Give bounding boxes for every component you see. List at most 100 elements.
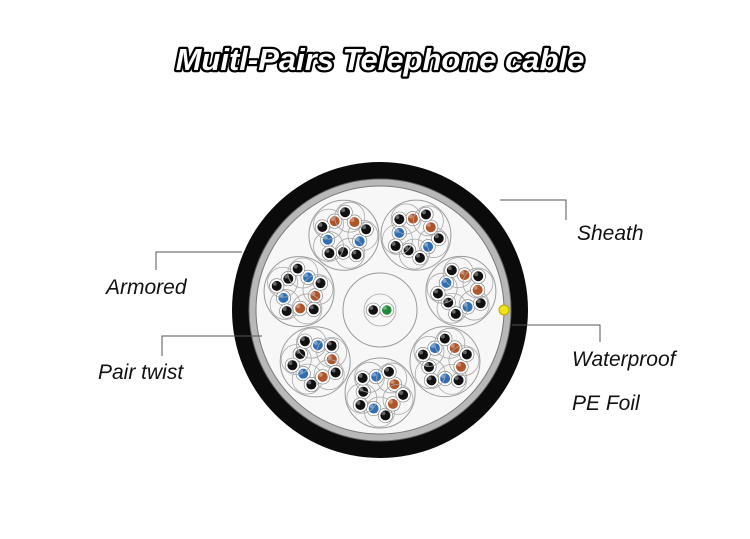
- conductor-black: [355, 384, 371, 400]
- pair-outline: [267, 266, 298, 298]
- conductor-blue: [352, 233, 368, 249]
- twisted-pair: [334, 237, 366, 269]
- twisted-pair: [280, 344, 312, 376]
- pair-outline: [434, 327, 466, 359]
- conductor-black: [431, 230, 447, 246]
- conductor-black: [444, 262, 460, 278]
- conductor-brown: [470, 282, 486, 298]
- conductor-black: [284, 357, 300, 373]
- twisted-pair: [347, 219, 379, 251]
- twisted-pair: [442, 257, 474, 289]
- conductor-blue: [438, 275, 454, 291]
- conductor-black: [352, 397, 368, 413]
- conductor-black: [412, 250, 428, 266]
- conductor-black: [423, 372, 439, 388]
- twisted-pair: [418, 227, 449, 258]
- conductor-black: [355, 370, 371, 386]
- conductor-black: [381, 364, 397, 380]
- pair-bundle: [425, 255, 497, 327]
- label-sheath: Sheath: [577, 222, 644, 245]
- conductor-black: [388, 238, 404, 254]
- twisted-pair: [448, 345, 480, 376]
- twisted-pair: [414, 358, 446, 390]
- twisted-pair: [316, 337, 348, 368]
- pair-bundle: [279, 326, 351, 398]
- conductor-brown: [405, 211, 421, 227]
- conductor-brown: [346, 214, 362, 230]
- conductor-black: [306, 301, 322, 317]
- conductor-black: [290, 261, 306, 277]
- pair-outline: [313, 231, 344, 262]
- conductor-brown: [423, 219, 439, 235]
- label-waterproof: Waterproof: [572, 348, 678, 371]
- diagram-title: Muitl-Pairs Telephone cable: [176, 42, 585, 77]
- conductor-blue: [366, 401, 382, 417]
- pair-bundle: [263, 256, 335, 328]
- conductor-black: [430, 286, 446, 302]
- twisted-pair: [287, 257, 319, 289]
- waterproof-leader-line: [512, 324, 601, 342]
- pair-outline: [436, 292, 468, 324]
- conductor-black: [335, 244, 351, 260]
- conductor-blue: [427, 340, 443, 356]
- conductor-brown: [447, 340, 463, 356]
- pair-twist-leader-line: [161, 335, 262, 356]
- conductor-blue: [320, 232, 336, 248]
- twisted-pair: [313, 359, 345, 391]
- conductor-black: [269, 278, 285, 294]
- twisted-pair: [267, 266, 298, 298]
- conductor-black: [328, 364, 344, 380]
- twisted-pair: [291, 293, 323, 325]
- label-armored: Armored: [104, 276, 188, 299]
- conductor-blue: [275, 290, 291, 306]
- twisted-pair: [313, 208, 344, 240]
- conductor-black: [395, 387, 411, 403]
- conductor-brown: [292, 300, 308, 316]
- twisted-pair: [412, 205, 444, 237]
- pair-outline: [313, 208, 344, 240]
- twisted-pair: [436, 292, 468, 324]
- conductor-black: [401, 242, 417, 258]
- conductor-black: [313, 275, 329, 291]
- twisted-pair: [269, 289, 301, 320]
- twisted-pair: [434, 327, 466, 359]
- twisted-pair: [364, 396, 395, 428]
- conductor-black: [470, 268, 486, 284]
- label-pair-twist: Pair twist: [98, 361, 184, 384]
- center-core: [342, 272, 418, 348]
- twisted-pair: [334, 201, 366, 233]
- conductor-black: [292, 346, 308, 362]
- core-pair-outline: [363, 293, 397, 327]
- pair-outline: [413, 335, 445, 367]
- twisted-pair: [413, 335, 445, 367]
- conductor-black: [324, 338, 340, 354]
- twisted-pair: [436, 363, 468, 395]
- pair-outline: [462, 267, 494, 299]
- label-pe-foil: PE Foil: [572, 392, 641, 415]
- conductor-blue: [460, 299, 476, 315]
- conductor-brown: [457, 267, 473, 283]
- pair-bundle: [409, 326, 481, 398]
- conductor-black: [391, 211, 407, 227]
- pair-outline: [334, 201, 366, 233]
- conductor-black: [459, 346, 475, 362]
- pair-bundle: [380, 199, 452, 271]
- conductor-black: [297, 333, 313, 349]
- conductor-black: [314, 219, 330, 235]
- conductor-brown: [327, 213, 343, 229]
- twisted-pair: [346, 382, 378, 414]
- conductor-brown: [386, 376, 402, 392]
- pair-outline: [364, 396, 395, 428]
- conductor-brown: [307, 288, 323, 304]
- conductor-black: [437, 331, 453, 347]
- conductor-brown: [453, 359, 469, 375]
- conductor-brown: [315, 369, 331, 385]
- pair-bundle: [344, 357, 416, 429]
- waterproof-marker: [498, 304, 510, 316]
- conductor-black: [348, 247, 364, 263]
- pair-outline: [313, 359, 345, 391]
- twisted-pair: [426, 272, 458, 304]
- pair-outline: [382, 383, 414, 415]
- conductor-black: [321, 245, 337, 261]
